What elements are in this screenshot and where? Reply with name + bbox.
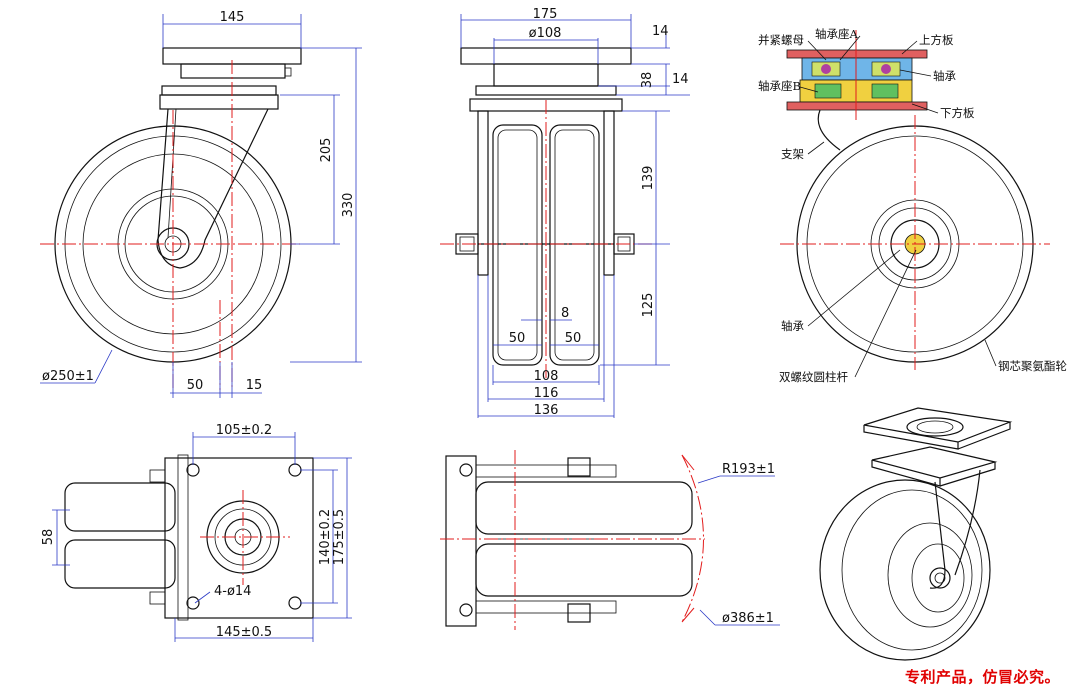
side-dim-136: 136 xyxy=(534,403,559,418)
label-lower-plate: 下方板 xyxy=(940,106,975,120)
top-dim-140: 140±0.2 xyxy=(318,509,333,565)
patent-notice: 专利产品，仿冒必究。 xyxy=(904,668,1060,686)
side-dim-116: 116 xyxy=(534,386,559,401)
side-dim-50b: 50 xyxy=(565,331,582,346)
isometric-view xyxy=(819,407,1013,661)
side-dim-14a: 14 xyxy=(652,24,669,39)
bottom-view: R193±1 ø386±1 xyxy=(440,450,780,630)
top-dim-105: 105±0.2 xyxy=(216,423,272,438)
side-dim-108-dia: ø108 xyxy=(529,26,562,41)
label-bearing-seat-b: 轴承座B xyxy=(758,79,801,93)
side-dim-50a: 50 xyxy=(509,331,526,346)
side-dim-8: 8 xyxy=(561,306,569,321)
front-dim-50: 50 xyxy=(187,378,204,393)
label-lock-nut: 并紧螺母 xyxy=(758,33,804,47)
front-view: 145 205 330 50 15 ø250±1 xyxy=(40,10,362,398)
front-dim-145: 145 xyxy=(220,10,245,25)
label-bearing: 轴承 xyxy=(933,69,956,83)
side-dim-125: 125 xyxy=(641,293,656,318)
top-dim-holes: 4-ø14 xyxy=(214,584,251,599)
front-dim-wheel-dia: ø250±1 xyxy=(42,369,94,384)
bottom-dim-radius: R193±1 xyxy=(722,462,775,477)
side-dim-108: 108 xyxy=(534,369,559,384)
front-dim-330: 330 xyxy=(341,193,356,218)
side-dim-38: 38 xyxy=(640,72,655,89)
label-wheel-material: 钢芯聚氨酯轮 xyxy=(998,359,1067,373)
side-view: 175 ø108 14 38 14 139 125 8 50 50 108 xyxy=(440,7,690,418)
side-dim-139: 139 xyxy=(641,166,656,191)
label-upper-plate: 上方板 xyxy=(919,33,954,47)
label-bearing-seat-a: 轴承座A xyxy=(815,27,858,41)
side-dim-175: 175 xyxy=(533,7,558,22)
bottom-dim-sweep: ø386±1 xyxy=(722,611,774,626)
label-double-thread-axle: 双螺纹圆柱杆 xyxy=(779,370,848,384)
top-dim-175: 175±0.5 xyxy=(332,509,347,565)
front-dim-15: 15 xyxy=(246,378,263,393)
label-axle-bearing: 轴承 xyxy=(781,319,804,333)
top-dim-58: 58 xyxy=(41,529,56,546)
side-dim-14b: 14 xyxy=(672,72,689,87)
front-dim-205: 205 xyxy=(319,138,334,163)
top-dim-145: 145±0.5 xyxy=(216,625,272,640)
top-view: 105±0.2 58 140±0.2 175±0.5 4-ø14 145±0.5 xyxy=(41,423,352,642)
label-bracket: 支架 xyxy=(781,147,804,161)
section-view: 并紧螺母 轴承座A 上方板 轴承 轴承座B 下方板 支架 轴承 双螺纹圆柱杆 钢… xyxy=(758,27,1067,384)
